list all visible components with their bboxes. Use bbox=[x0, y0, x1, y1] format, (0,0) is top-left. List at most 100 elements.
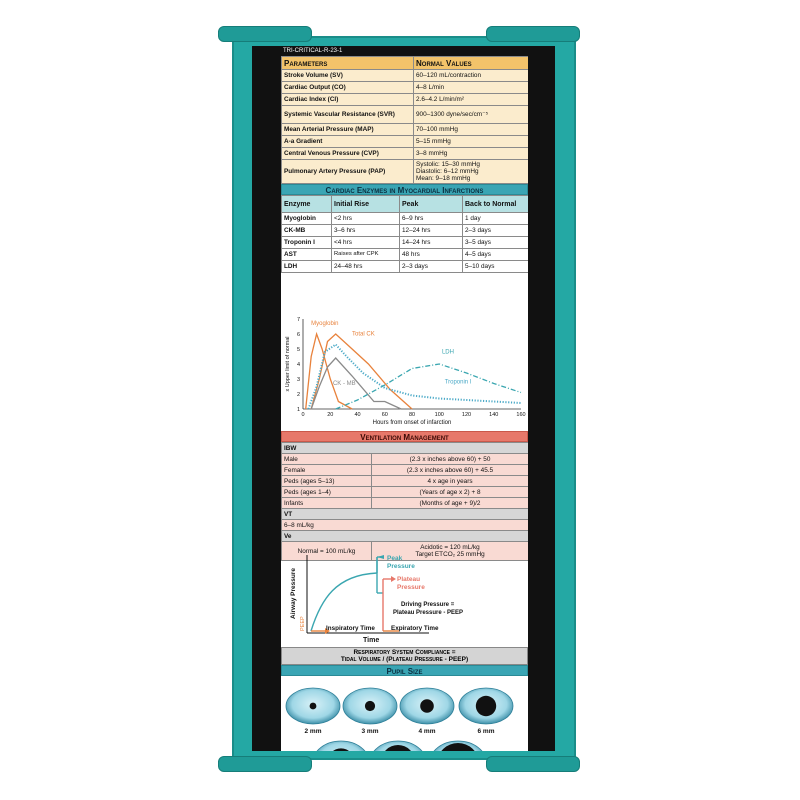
driving-label-1: Driving Pressure = bbox=[401, 602, 455, 608]
series-line-myoglobin bbox=[305, 331, 353, 410]
driving-label-2: Plateau Pressure - PEEP bbox=[393, 610, 463, 616]
y-tick-label: 4 bbox=[297, 362, 300, 368]
pressure-rise-curve bbox=[310, 572, 378, 632]
series-line-ldh bbox=[335, 363, 522, 410]
x-tick-label: 80 bbox=[409, 412, 415, 418]
y-tick-label: 7 bbox=[297, 317, 300, 323]
peak-label-1: Peak bbox=[387, 555, 403, 562]
plateau-label-1: Plateau bbox=[397, 576, 420, 583]
table-row: Stroke Volume (SV)60–120 mL/contraction bbox=[281, 69, 528, 82]
peak-label-2: Pressure bbox=[387, 563, 415, 570]
parameters-header-value: Normal Values bbox=[413, 56, 528, 70]
enzymes-header: Enzyme Initial Rise Peak Back to Normal bbox=[281, 195, 528, 213]
pressure-ylabel: Airway Pressure bbox=[290, 568, 297, 619]
enzyme-cell: AST bbox=[281, 248, 332, 261]
ibw-label: IBW bbox=[281, 442, 528, 454]
x-tick-label: 160 bbox=[516, 412, 525, 418]
pupil-size-label: 6 mm bbox=[478, 728, 495, 735]
bottom-left-handle bbox=[218, 756, 312, 772]
enzyme-cell: Raises after CPK bbox=[331, 248, 400, 261]
table-row: Mean Arterial Pressure (MAP)70–100 mmHg bbox=[281, 123, 528, 136]
table-row: Central Venous Pressure (CVP)3–8 mmHg bbox=[281, 147, 528, 160]
compliance-line-1: Respiratory System Compliance = bbox=[353, 649, 456, 656]
ibw-formula: 4 x age in years bbox=[371, 475, 528, 487]
series-line-ck-mb bbox=[310, 357, 402, 410]
reference-card: TRI-CRITICAL-R-23-1 Parameters Normal Va… bbox=[281, 46, 528, 751]
enzymes-table: Enzyme Initial Rise Peak Back to Normal … bbox=[281, 195, 528, 273]
parameters-header-name: Parameters bbox=[281, 56, 414, 70]
compliance-formula: Respiratory System Compliance = Tidal Vo… bbox=[281, 647, 528, 665]
table-row: Cardiac Index (CI)2.6–4.2 L/min/m² bbox=[281, 93, 528, 106]
pupil-dot bbox=[309, 702, 317, 710]
param-value: 70–100 mmHg bbox=[413, 123, 528, 136]
enzyme-cell: 3–6 hrs bbox=[331, 224, 400, 237]
document-code: TRI-CRITICAL-R-23-1 bbox=[281, 46, 528, 56]
param-name: Systemic Vascular Resistance (SVR) bbox=[281, 105, 414, 124]
ibw-group: Infants bbox=[281, 497, 372, 509]
top-right-handle bbox=[486, 26, 580, 42]
enzyme-cell: LDH bbox=[281, 260, 332, 273]
param-value: 60–120 mL/contraction bbox=[413, 69, 528, 82]
table-row: Systemic Vascular Resistance (SVR)900–13… bbox=[281, 105, 528, 124]
table-row: Female(2.3 x inches above 60) + 45.5 bbox=[281, 464, 528, 476]
enzyme-cell: 48 hrs bbox=[399, 248, 463, 261]
vt-label: VT bbox=[281, 508, 528, 520]
pupil-svg: 2 mm3 mm4 mm6 mm8 mm10 mm12 mm bbox=[285, 687, 514, 751]
enzyme-cell: 2–3 days bbox=[399, 260, 463, 273]
bottom-right-handle bbox=[486, 756, 580, 772]
pupil-size-label: 4 mm bbox=[419, 728, 436, 735]
ibw-formula: (Years of age x 2) + 8 bbox=[371, 486, 528, 498]
ve-target: Target ETCO₂ 25 mmHg bbox=[415, 551, 485, 558]
pupil-dot bbox=[385, 745, 411, 751]
enzyme-cell: 5–10 days bbox=[462, 260, 528, 273]
ibw-group: Male bbox=[281, 453, 372, 465]
ibw-header: IBW bbox=[281, 442, 528, 454]
x-tick-label: 60 bbox=[382, 412, 388, 418]
param-value: 4–8 L/min bbox=[413, 81, 528, 94]
x-tick-label: 120 bbox=[462, 412, 471, 418]
enzyme-cell: <2 hrs bbox=[331, 212, 400, 225]
series-label: Myoglobin bbox=[311, 321, 338, 327]
table-row: 6–8 mL/kg bbox=[281, 519, 528, 531]
ibw-formula: (Months of age + 9)/2 bbox=[371, 497, 528, 509]
pupil-dot bbox=[333, 748, 349, 751]
insp-label: Inspiratory Time bbox=[326, 625, 375, 632]
ibw-formula: (2.3 x inches above 60) + 45.5 bbox=[371, 464, 528, 476]
enzyme-cell: 1 day bbox=[462, 212, 528, 225]
chart-ylabel: x Upper limit of normal bbox=[285, 336, 291, 391]
param-name: Stroke Volume (SV) bbox=[281, 69, 414, 82]
peep-label: PEEP bbox=[300, 616, 306, 631]
table-row: Pulmonary Artery Pressure (PAP)Systolic:… bbox=[281, 159, 528, 184]
parameters-table: Parameters Normal Values Stroke Volume (… bbox=[281, 56, 528, 184]
ve-label: Ve bbox=[281, 530, 528, 542]
ve-acidotic: Acidotic = 120 mL/kg bbox=[420, 544, 480, 551]
series-label: Total CK bbox=[352, 332, 375, 338]
x-tick-label: 100 bbox=[435, 412, 444, 418]
pupil-size-label: 2 mm bbox=[305, 728, 322, 735]
x-tick-label: 20 bbox=[327, 412, 333, 418]
pupil-dot bbox=[475, 695, 497, 717]
ibw-group: Peds (ages 1–4) bbox=[281, 486, 372, 498]
enzyme-cell: 4–5 days bbox=[462, 248, 528, 261]
param-value: Systolic: 15–30 mmHg Diastolic: 6–12 mmH… bbox=[413, 159, 528, 184]
pupil-size-label: 3 mm bbox=[362, 728, 379, 735]
table-row: Cardiac Output (CO)4–8 L/min bbox=[281, 81, 528, 94]
ibw-formula: (2.3 x inches above 60) + 50 bbox=[371, 453, 528, 465]
param-name: Mean Arterial Pressure (MAP) bbox=[281, 123, 414, 136]
param-name: A-a Gradient bbox=[281, 135, 414, 148]
enzyme-cell: Troponin I bbox=[281, 236, 332, 249]
x-tick-label: 0 bbox=[301, 412, 304, 418]
compliance-line-2: Tidal Volume / (Plateau Pressure - PEEP) bbox=[340, 656, 469, 663]
ventilation-title: Ventilation Management bbox=[281, 431, 528, 442]
compliance-box: Respiratory System Compliance = Tidal Vo… bbox=[281, 647, 528, 676]
series-line-troponin-i bbox=[307, 343, 522, 410]
y-tick-label: 6 bbox=[297, 332, 300, 338]
chart-xlabel: Hours from onset of infarction bbox=[373, 420, 452, 426]
